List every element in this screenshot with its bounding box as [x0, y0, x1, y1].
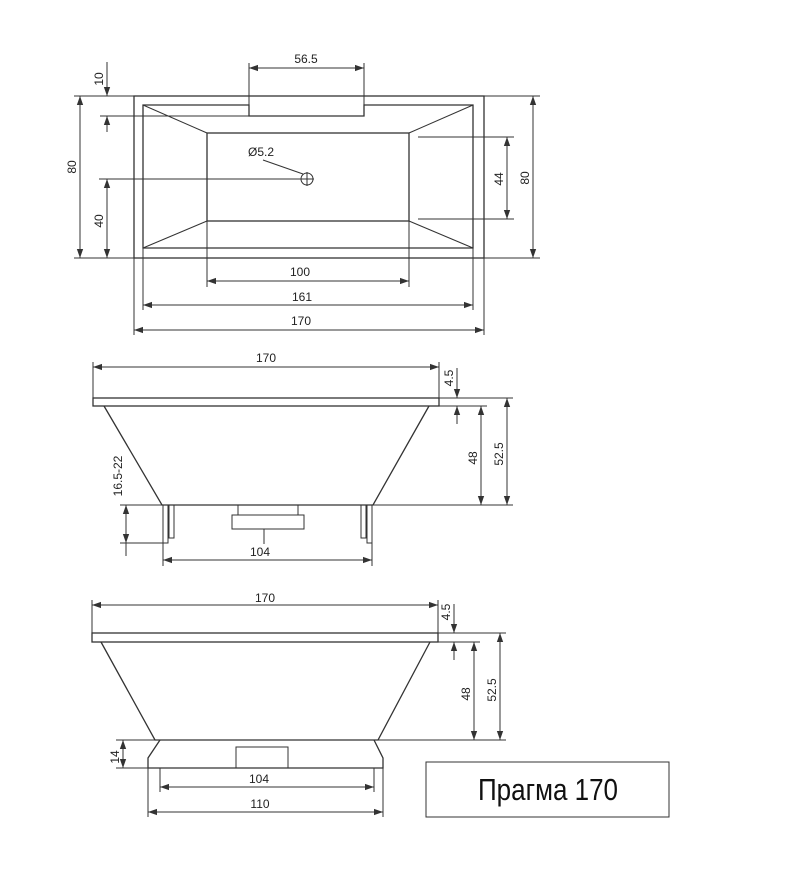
- dim-leg-spacing: 104: [250, 545, 270, 559]
- drain-leader: [262, 159, 304, 175]
- dim-side-rim: 4.5: [442, 369, 456, 386]
- dim-total-width-right: 80: [518, 171, 532, 185]
- drain-assembly: [231, 504, 305, 544]
- front-body: [100, 641, 431, 741]
- dim-rim-offset: 10: [92, 72, 106, 86]
- top-view-outer-rim: [133, 95, 485, 259]
- dim-bottom-length: 100: [290, 265, 310, 279]
- dim-side-inner-depth: 48: [466, 451, 480, 465]
- side-view: 170 4.5 48 52.5 16.5-22 104: [92, 351, 513, 566]
- leg-left: [162, 504, 175, 544]
- dim-side-length: 170: [256, 351, 276, 365]
- dim-overflow-width: 56.5: [294, 52, 318, 66]
- drain-diameter-label: Ø5.2: [248, 145, 274, 159]
- dim-base-height: 14: [108, 750, 122, 764]
- dim-total-length: 170: [291, 314, 311, 328]
- dim-inner-width: 44: [492, 172, 506, 186]
- dim-front-inner-depth: 48: [459, 687, 473, 701]
- dim-inner-length: 161: [292, 290, 312, 304]
- dim-leg-height: 16.5-22: [111, 455, 125, 496]
- title-box: Прагма 170: [425, 761, 670, 818]
- dim-front-length: 170: [255, 591, 275, 605]
- side-rim: [92, 397, 440, 407]
- front-rim: [91, 632, 439, 643]
- title-frame: [425, 761, 670, 818]
- drain-box: [235, 746, 289, 769]
- dim-side-total-depth: 52.5: [492, 442, 506, 466]
- dim-total-width-left: 80: [65, 160, 79, 174]
- corner-line: [408, 104, 474, 134]
- dim-front-total-depth: 52.5: [485, 678, 499, 702]
- dim-base-outer: 110: [250, 797, 269, 811]
- dim-drain-height: 40: [92, 214, 106, 228]
- product-title: Прагма 170: [478, 772, 618, 807]
- top-view: Ø5.2 56.5 80 10 40 44 80 100: [65, 52, 540, 335]
- dim-front-rim: 4.5: [439, 603, 453, 620]
- front-base: [147, 739, 384, 769]
- dim-base-inner: 104: [249, 772, 269, 786]
- front-view: 170 4.5 48 52.5 14 104 110: [91, 591, 506, 817]
- corner-line: [408, 220, 474, 249]
- top-view-bottom: [206, 132, 410, 222]
- leg-right: [360, 504, 373, 544]
- side-body: [103, 405, 430, 506]
- corner-line: [142, 104, 208, 134]
- corner-line: [142, 220, 208, 249]
